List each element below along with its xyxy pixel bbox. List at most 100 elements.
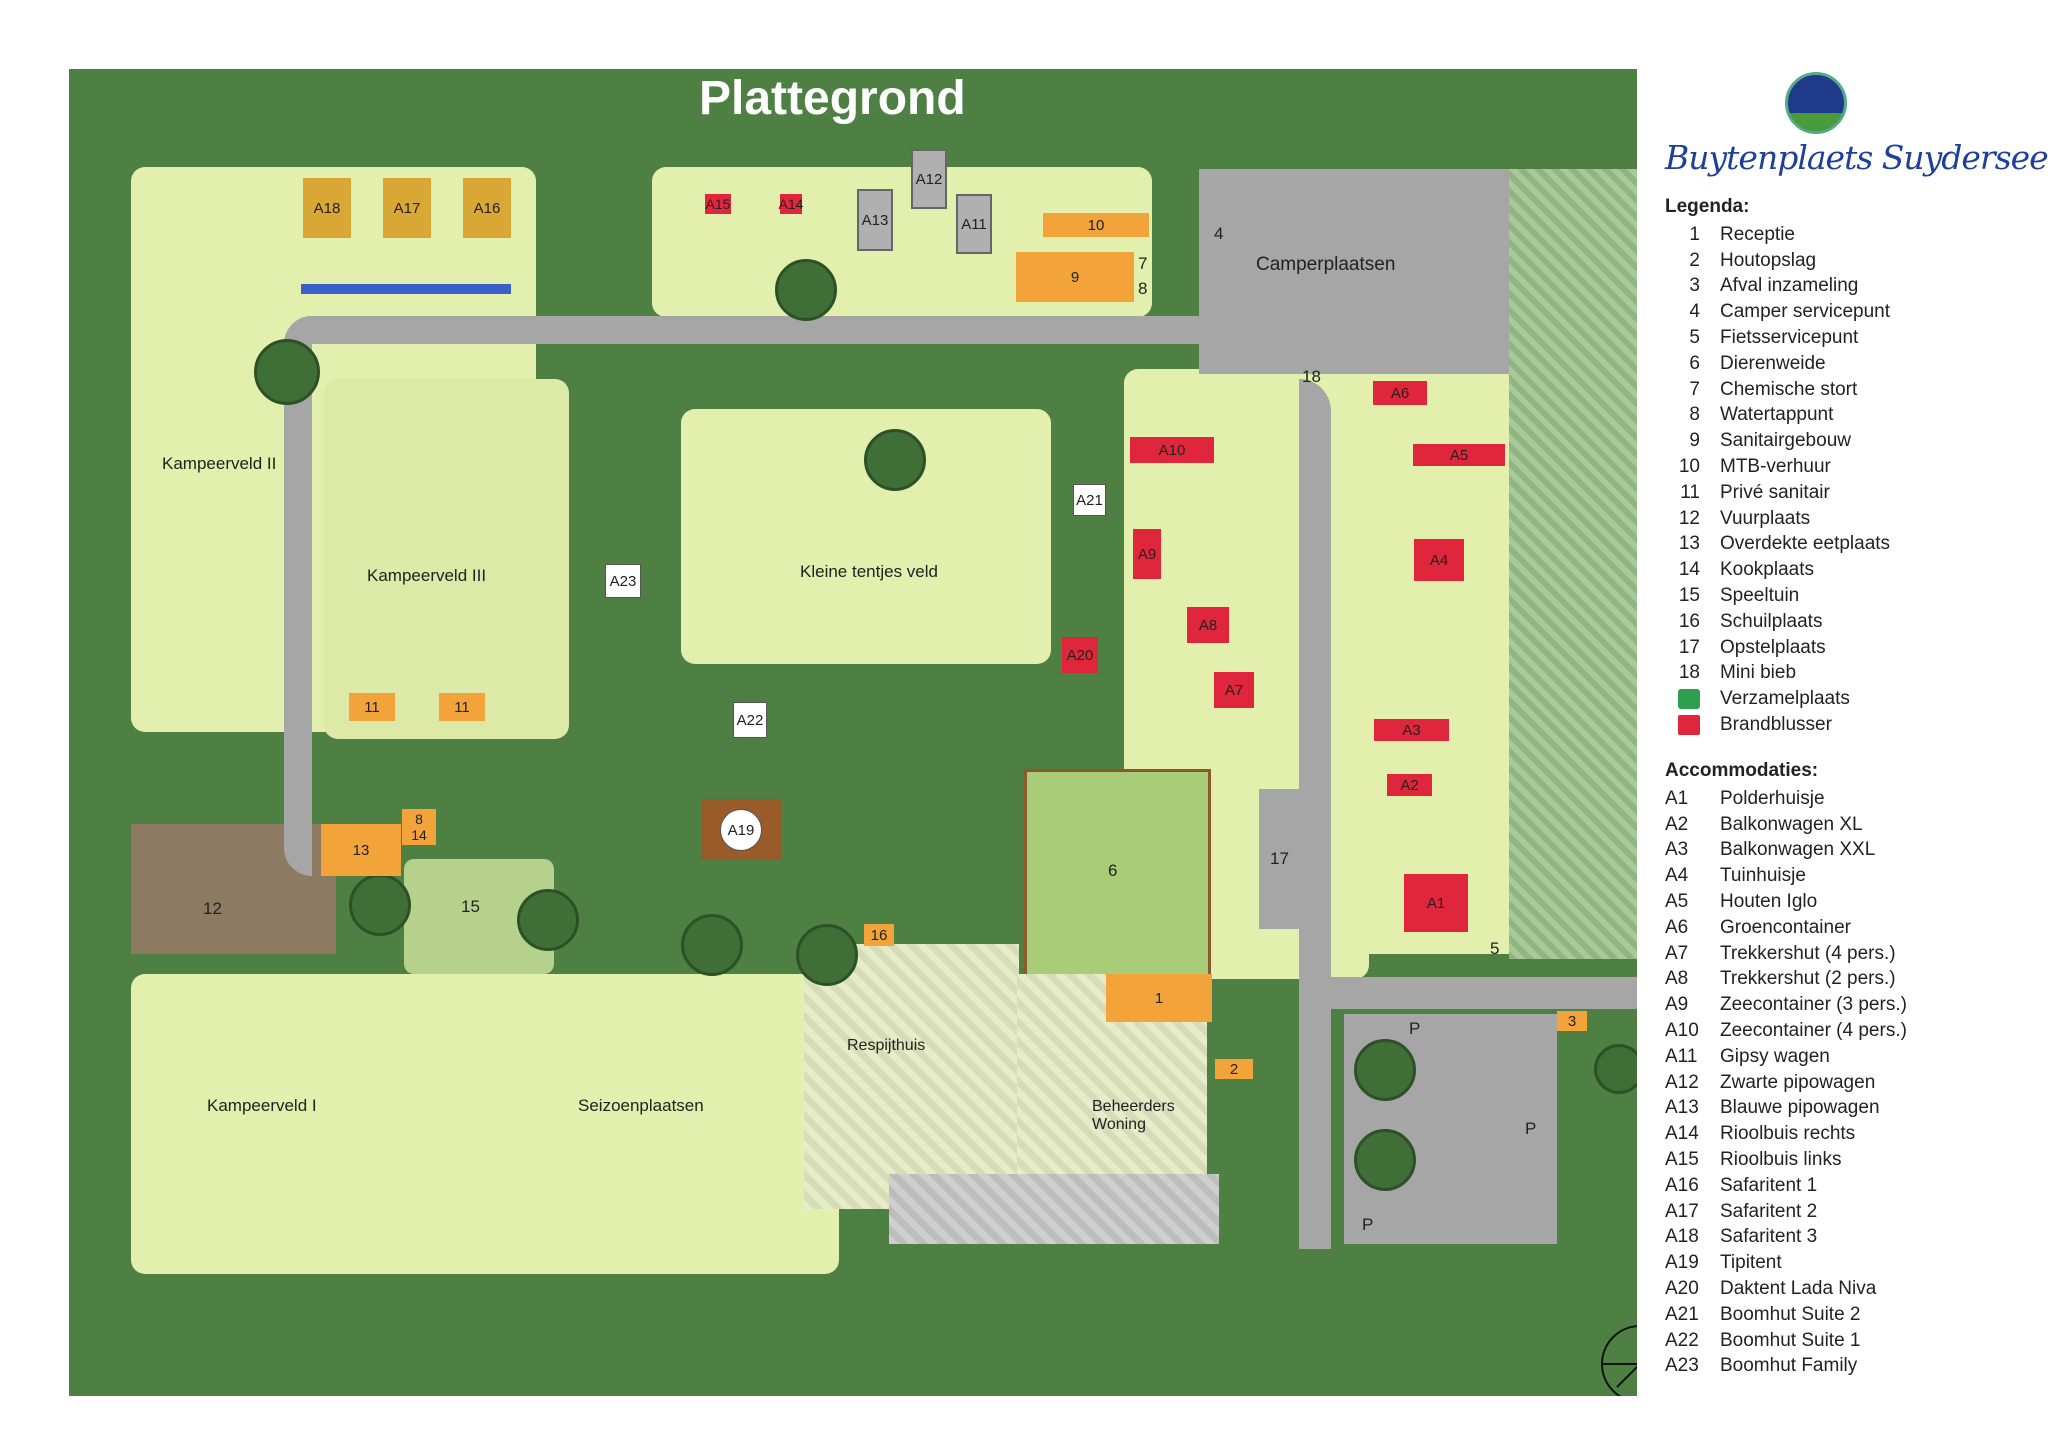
parking-label: P — [1525, 1119, 1537, 1138]
tree — [1354, 1129, 1416, 1191]
marker-a13[interactable]: A13 — [857, 189, 893, 251]
marker-a14[interactable]: A14 — [778, 194, 804, 214]
loop-road-east — [1299, 379, 1331, 1249]
marker-1[interactable]: 1 — [1106, 974, 1212, 1022]
legend-label: Houtopslag — [1720, 249, 1817, 271]
legend-label: Afval inzameling — [1720, 275, 1859, 297]
legend-key: 10 — [1678, 456, 1700, 478]
marker-a5[interactable]: A5 — [1413, 444, 1505, 466]
legend-label: Safaritent 3 — [1720, 1226, 1818, 1248]
legend-label: Balkonwagen XXL — [1720, 839, 1876, 861]
fence — [301, 284, 511, 294]
legend-key: 7 — [1689, 378, 1700, 400]
marker-8-14[interactable]: 8 14 — [402, 809, 436, 845]
field-kampeerveld-1 — [131, 974, 501, 1274]
legend-key: A8 — [1665, 968, 1689, 990]
legend-label: Safaritent 1 — [1720, 1174, 1818, 1196]
marker-a20[interactable]: A20 — [1062, 637, 1098, 673]
marker-16[interactable]: 16 — [864, 924, 894, 946]
marker-18[interactable]: 18 — [1302, 367, 1321, 386]
marker-a6[interactable]: A6 — [1373, 381, 1427, 405]
hatched-east-area — [1509, 169, 1637, 959]
legend-row: 11 Privé sanitair — [1665, 480, 2045, 506]
legend-key: A23 — [1665, 1355, 1699, 1377]
marker-6[interactable]: 6 — [1108, 861, 1118, 880]
marker-a15[interactable]: A15 — [705, 194, 731, 214]
marker-a3[interactable]: A3 — [1374, 719, 1449, 741]
marker-a12[interactable]: A12 — [911, 149, 947, 209]
legend-key: A2 — [1665, 813, 1689, 835]
marker-3[interactable]: 3 — [1557, 1011, 1587, 1031]
legend-key: 2 — [1689, 249, 1700, 271]
label-camperplaatsen: Camperplaatsen — [1256, 254, 1396, 275]
legend-key: A12 — [1665, 1071, 1699, 1093]
legend-label: Boomhut Family — [1720, 1355, 1858, 1377]
label-kampeerveld-1: Kampeerveld I — [207, 1096, 317, 1115]
compass-lines — [1603, 1363, 1637, 1388]
marker-a8[interactable]: A8 — [1187, 607, 1229, 643]
site-map: Plattegrond Kampeerveld II Kampeerveld I… — [69, 69, 1637, 1396]
legend-row: 2 Houtopslag — [1665, 248, 2045, 274]
legend-key: 11 — [1680, 481, 1700, 503]
tree — [681, 914, 743, 976]
logo-name: Buytenplaets Suydersee — [1665, 138, 2048, 177]
marker-a10[interactable]: A10 — [1130, 437, 1214, 463]
marker-a19[interactable]: A19 — [720, 809, 762, 851]
marker-a22[interactable]: A22 — [733, 702, 767, 738]
marker-a4[interactable]: A4 — [1414, 539, 1464, 581]
marker-a9[interactable]: A9 — [1133, 529, 1161, 579]
marker-a7[interactable]: A7 — [1214, 672, 1254, 708]
marker-a2[interactable]: A2 — [1387, 774, 1432, 796]
marker-a17[interactable]: A17 — [383, 178, 431, 238]
marker-17[interactable]: 17 — [1270, 849, 1289, 868]
legend-key: A4 — [1665, 865, 1689, 887]
marker-11[interactable]: 11 — [349, 693, 395, 721]
marker-a21[interactable]: A21 — [1073, 484, 1106, 516]
marker-8-label: 8 — [415, 811, 423, 827]
marker-10[interactable]: 10 — [1043, 213, 1149, 237]
legend-label: Zwarte pipowagen — [1720, 1071, 1876, 1093]
marker-a16[interactable]: A16 — [463, 178, 511, 238]
legend-key: 12 — [1678, 507, 1700, 529]
field-kampeerveld-3 — [324, 379, 569, 739]
legend-label: Tuinhuisje — [1720, 865, 1806, 887]
legend-key: A10 — [1665, 1020, 1699, 1041]
legend-label: Privé sanitair — [1720, 481, 1830, 503]
loop-road-left — [284, 316, 312, 876]
marker-11[interactable]: 11 — [439, 693, 485, 721]
marker-5[interactable]: 5 — [1490, 939, 1500, 958]
marker-a23[interactable]: A23 — [605, 564, 641, 598]
marker-7[interactable]: 7 — [1138, 254, 1148, 273]
marker-15[interactable]: 15 — [461, 897, 480, 916]
legend-key: 14 — [1678, 559, 1700, 581]
legend-label: Verzamelplaats — [1720, 688, 1850, 710]
marker-2[interactable]: 2 — [1215, 1059, 1253, 1079]
marker-13[interactable]: 13 — [321, 824, 401, 876]
marker-a1[interactable]: A1 — [1404, 874, 1468, 932]
marker-8[interactable]: 8 — [1138, 279, 1148, 298]
tree — [864, 429, 926, 491]
label-respijthuis: Respijthuis — [847, 1037, 926, 1054]
marker-4[interactable]: 4 — [1214, 224, 1224, 243]
marker-9[interactable]: 9 — [1016, 252, 1134, 302]
legend-key: 3 — [1689, 275, 1700, 297]
legend-row: A23 Boomhut Family — [1665, 1353, 2045, 1379]
legend-key: A6 — [1665, 916, 1689, 938]
marker-12[interactable]: 12 — [203, 899, 222, 918]
legend-label: Schuilplaats — [1720, 610, 1823, 632]
marker-a18[interactable]: A18 — [303, 178, 351, 238]
marker-a11[interactable]: A11 — [956, 194, 992, 254]
parking-2 — [1509, 1014, 1557, 1244]
